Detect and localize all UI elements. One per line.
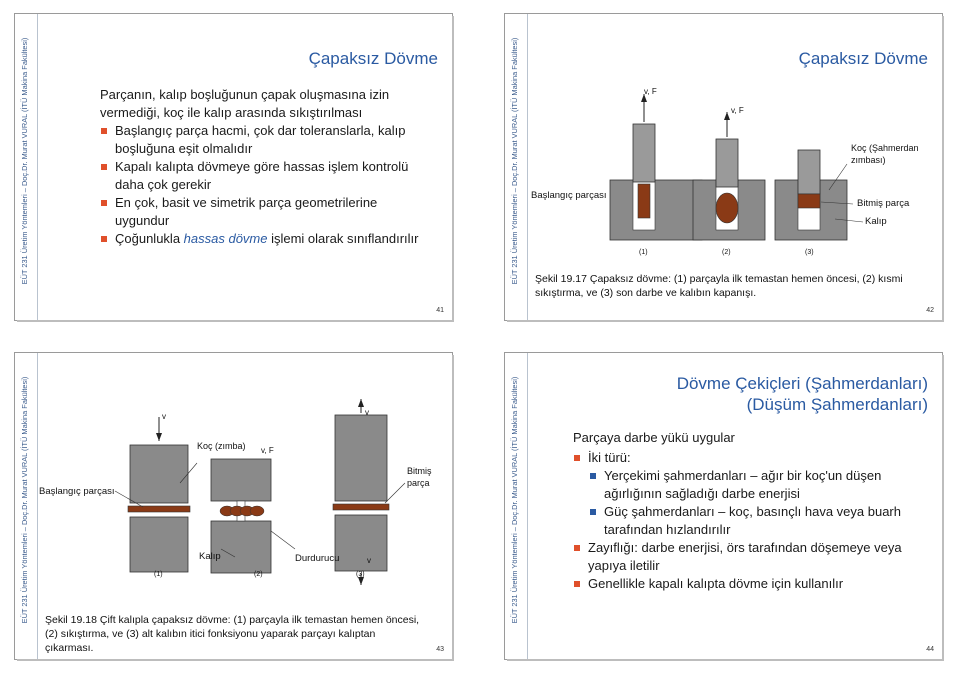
- stage-number: (1): [154, 571, 163, 578]
- page-number: 44: [926, 646, 934, 653]
- finished-part-label: Bitmiş parça: [407, 466, 432, 488]
- slide-43: EÜT 231 Üretim Yöntemleri – Doç.Dr. Mura…: [15, 353, 452, 659]
- stage-2: [692, 112, 766, 241]
- page-number: 43: [436, 646, 444, 653]
- bullet-item: Genellikle kapalı kalıpta dövme için kul…: [573, 575, 903, 593]
- page-number: 42: [926, 307, 934, 314]
- bullet-item: Çoğunlukla hassas dövme işlemi olarak sı…: [100, 230, 420, 248]
- velocity-label: v: [365, 408, 369, 417]
- slide-body: Parçaya darbe yükü uygular İki türü: Yer…: [573, 429, 903, 593]
- bullet-item: Kapalı kalıpta dövmeye göre hassas işlem…: [100, 158, 420, 194]
- stage-1: [127, 417, 191, 573]
- stopper-label: Durdurucu: [295, 553, 340, 564]
- stage-number: (2): [722, 249, 731, 256]
- bullet-item: İki türü:: [573, 449, 903, 467]
- start-part-label: Başlangıç parçası: [39, 486, 115, 497]
- die-label: Kalıp: [199, 551, 221, 562]
- intro-text: Parçanın, kalıp boşluğunun çapak oluşmas…: [100, 87, 390, 120]
- sub-bullet-item: Yerçekimi şahmerdanları – ağır bir koç'u…: [589, 467, 903, 503]
- ram-label: Koç (zımba): [197, 441, 246, 451]
- slide-44: EÜT 231 Üretim Yöntemleri – Doç.Dr. Mura…: [505, 353, 942, 659]
- side-credit: EÜT 231 Üretim Yöntemleri – Doç.Dr. Mura…: [510, 376, 519, 624]
- bullet-text: Çoğunlukla: [115, 231, 184, 246]
- vf-label: v, F: [261, 446, 274, 455]
- stage-number: (1): [639, 249, 648, 256]
- side-bar: EÜT 231 Üretim Yöntemleri – Doç.Dr. Mura…: [505, 353, 528, 659]
- stage-3: [774, 149, 848, 241]
- stage-3: [332, 399, 390, 585]
- velocity-label: v: [162, 412, 166, 421]
- bullet-text: işlemi olarak sınıflandırılır: [267, 231, 419, 246]
- side-credit: EÜT 231 Üretim Yöntemleri – Doç.Dr. Mura…: [20, 37, 29, 285]
- vf-label: v, F: [644, 87, 657, 96]
- stage-1: [609, 94, 703, 241]
- vf-label: v, F: [731, 106, 744, 115]
- highlight-term: hassas dövme: [183, 231, 268, 246]
- bullet-item: Zayıflığı: darbe enerjisi, örs tarafında…: [573, 539, 903, 575]
- figure-caption: Şekil 19.17 Çapaksız dövme: (1) parçayla…: [535, 273, 903, 299]
- intro-text: Parçaya darbe yükü uygular: [573, 430, 735, 445]
- page-number: 41: [436, 307, 444, 314]
- stage-number: (2): [254, 571, 263, 578]
- double-die-forging-figure: [114, 399, 406, 585]
- side-bar: EÜT 231 Üretim Yöntemleri – Doç.Dr. Mura…: [15, 14, 38, 320]
- slide-title: Dövme Çekiçleri (Şahmerdanları) (Düşüm Ş…: [676, 374, 928, 414]
- slide-42: EÜT 231 Üretim Yöntemleri – Doç.Dr. Mura…: [505, 14, 942, 320]
- sub-bullet-item: Güç şahmerdanları – koç, basınçlı hava v…: [589, 503, 903, 539]
- side-bar: EÜT 231 Üretim Yöntemleri – Doç.Dr. Mura…: [505, 14, 528, 320]
- side-bar: EÜT 231 Üretim Yöntemleri – Doç.Dr. Mura…: [15, 353, 38, 659]
- figure-caption: Şekil 19.18 Çift kalıpla çapaksız dövme:…: [45, 614, 420, 654]
- slide-title: Çapaksız Dövme: [798, 49, 928, 68]
- ram-label: Koç (Şahmerdan zımbası): [851, 143, 919, 165]
- stage-2: [210, 458, 272, 574]
- stage-number: (3): [356, 571, 365, 578]
- bullet-item: Başlangıç parça hacmi, çok dar toleransl…: [100, 122, 420, 158]
- velocity-label: v: [367, 556, 371, 565]
- slide-41: EÜT 231 Üretim Yöntemleri – Doç.Dr. Mura…: [15, 14, 452, 320]
- flashless-forging-figure: [609, 94, 864, 241]
- start-part-label: Başlangıç parçası: [531, 190, 607, 201]
- finished-part-label: Bitmiş parça: [857, 198, 910, 209]
- bullet-item: En çok, basit ve simetrik parça geometri…: [100, 194, 420, 230]
- die-label: Kalıp: [865, 216, 887, 227]
- slide-title: Çapaksız Dövme: [308, 49, 438, 68]
- slide-body: Parçanın, kalıp boşluğunun çapak oluşmas…: [100, 86, 420, 248]
- stage-number: (3): [805, 249, 814, 256]
